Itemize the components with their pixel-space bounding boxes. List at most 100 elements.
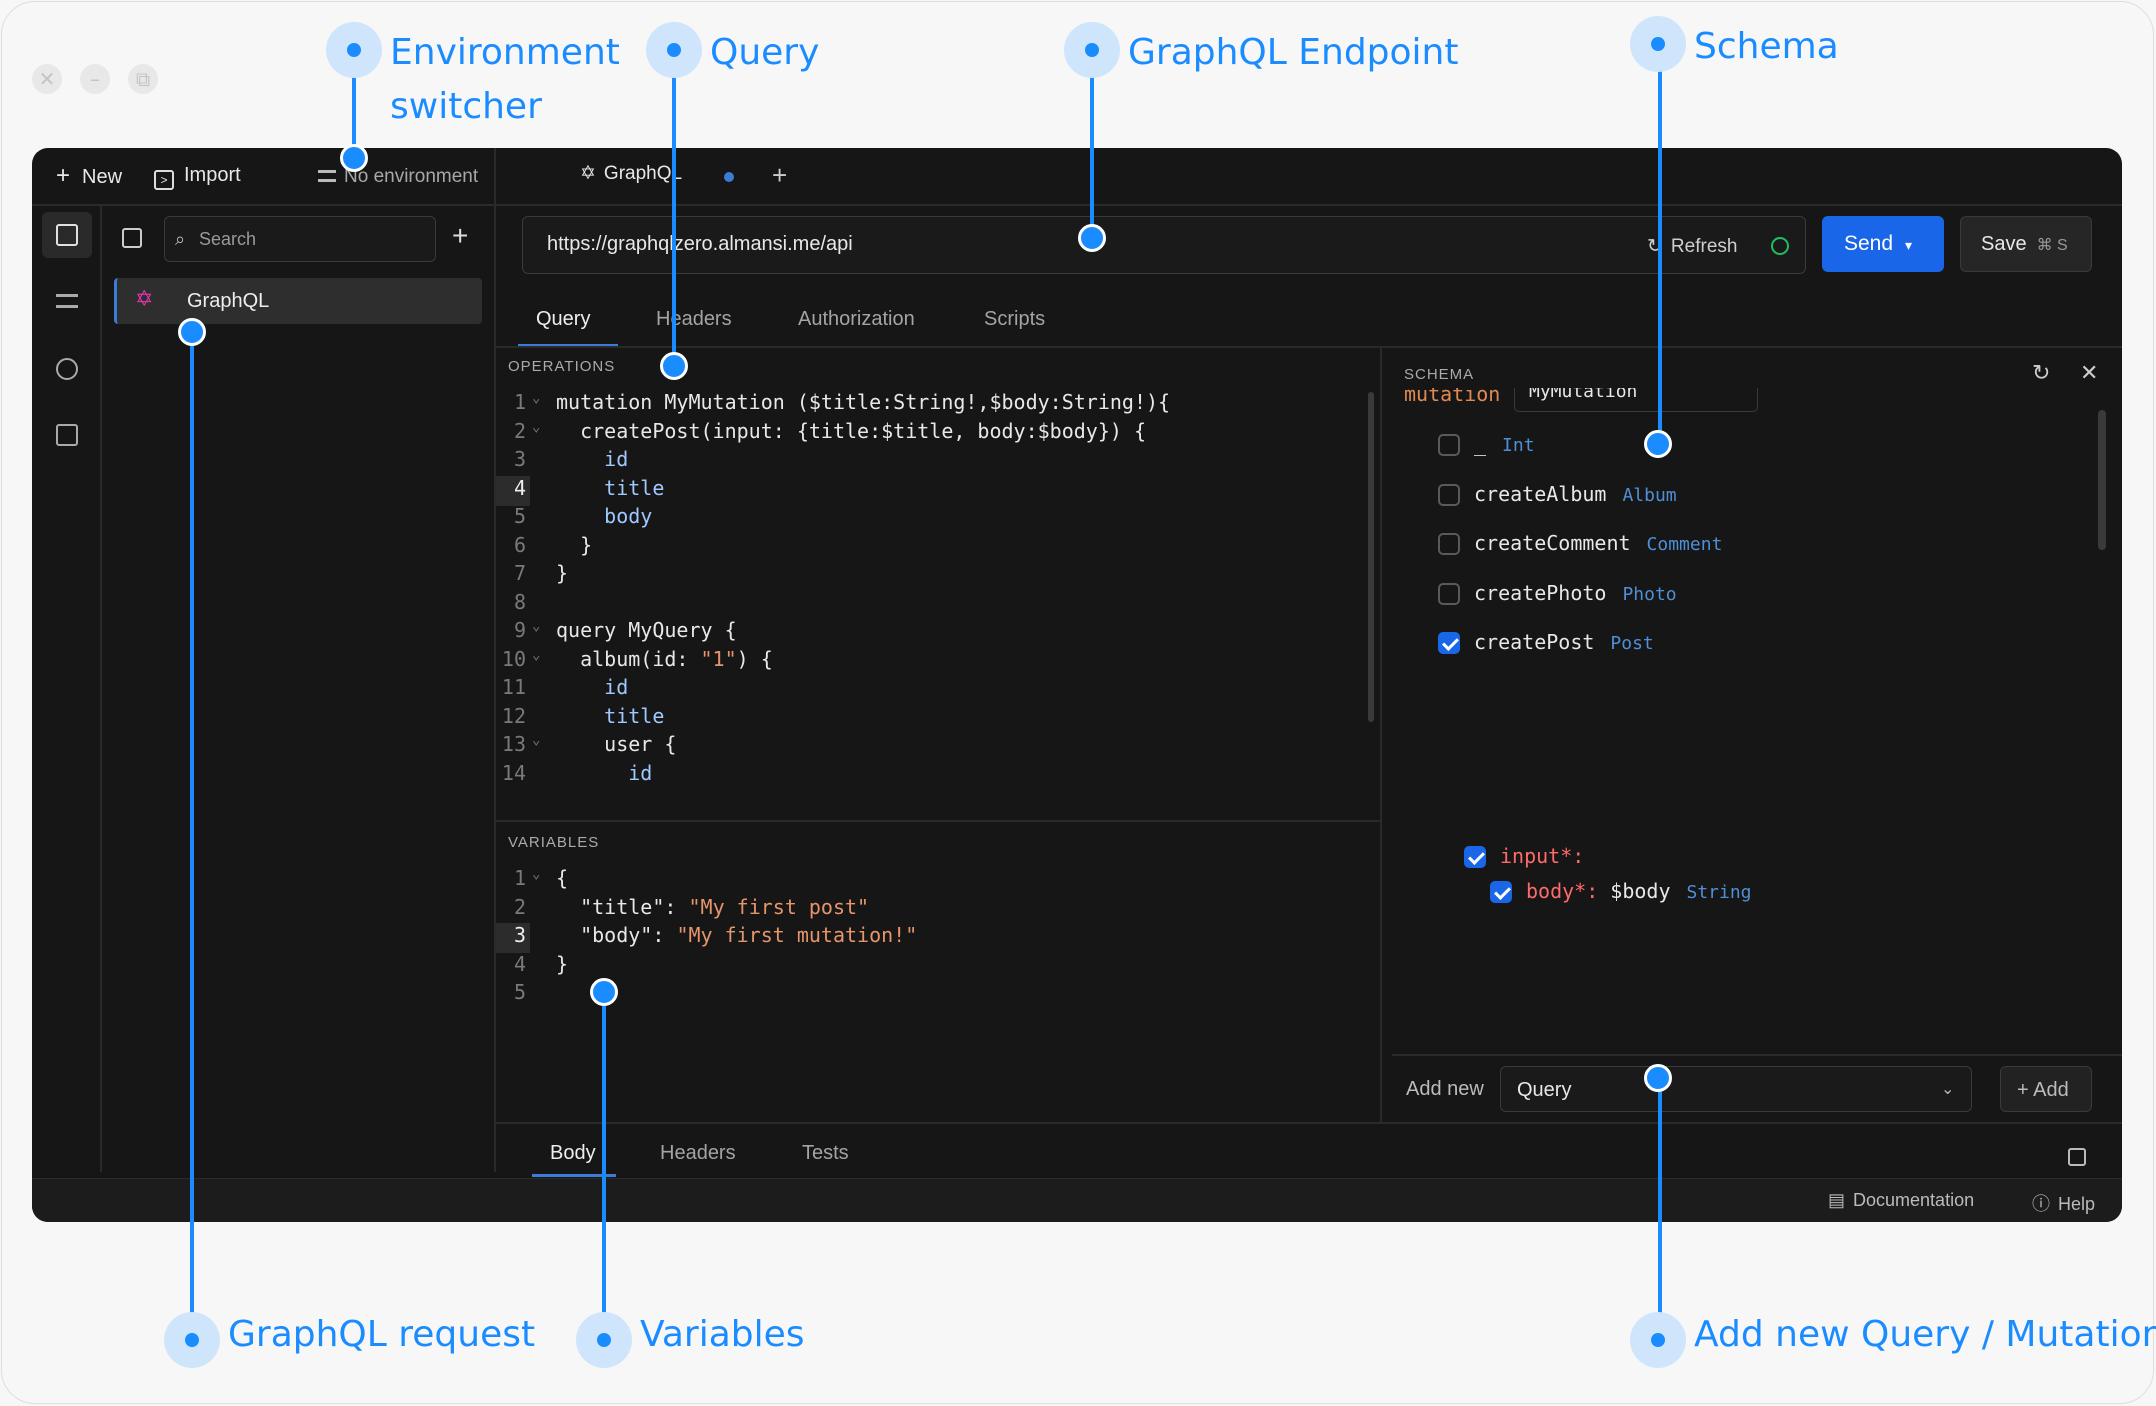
fold-chevron-icon[interactable]: ⌄ — [532, 418, 541, 435]
input-checkbox[interactable] — [1464, 846, 1486, 868]
fold-chevron-icon[interactable]: ⌄ — [532, 732, 541, 748]
history-icon[interactable] — [56, 358, 78, 380]
variables-title: VARIABLES — [508, 834, 600, 851]
minimize-icon[interactable]: – — [80, 64, 110, 94]
schema-field[interactable]: _Int — [1474, 432, 1535, 456]
schema-scrollbar[interactable] — [2098, 410, 2106, 550]
add-operation-button[interactable]: + Add — [2000, 1066, 2092, 1112]
line-number: 1 — [513, 866, 526, 890]
field-checkbox[interactable] — [1490, 881, 1512, 903]
code-text: query MyQuery { — [556, 618, 737, 642]
tab-tests[interactable]: Tests — [802, 1142, 849, 1164]
send-button[interactable]: Send▾ — [1822, 216, 1944, 272]
new-tab-button[interactable]: + — [772, 160, 788, 190]
editor-scrollbar[interactable] — [1368, 392, 1374, 722]
code-line: 5 body — [496, 504, 1366, 534]
documentation-link[interactable]: ▤Documentation — [1828, 1190, 1975, 1210]
rail-collections-active[interactable] — [42, 212, 92, 258]
callout-dot-variables — [590, 978, 618, 1006]
bulk-select-icon[interactable] — [122, 228, 142, 248]
code-line: 3 id — [496, 447, 1366, 477]
add-request-icon[interactable]: + — [452, 220, 469, 251]
field-checkbox[interactable] — [1438, 483, 1460, 506]
code-text: id — [556, 760, 653, 785]
schema-refresh-icon[interactable]: ↻ — [2032, 360, 2051, 385]
app-window: +New >Import No environment ⌕ Search + ✡… — [32, 148, 2122, 1222]
variables-editor[interactable]: 1⌄{2 "title": "My first post"3 "body": "… — [496, 866, 1380, 1122]
tab-headers[interactable]: Headers — [656, 308, 732, 330]
sidebar-item-graphql[interactable]: ✡ GraphQL — [114, 278, 482, 324]
callout-dot-add-new — [1644, 1064, 1672, 1092]
code-text: user { — [556, 732, 677, 756]
search-input[interactable]: ⌕ Search — [164, 216, 436, 262]
panel-toggle-icon[interactable] — [2068, 1148, 2086, 1166]
fold-chevron-icon[interactable]: ⌄ — [532, 866, 541, 882]
line-number: 10 — [501, 646, 526, 671]
line-number: 7 — [513, 561, 526, 585]
callout-line-query — [672, 54, 676, 366]
tab-authorization[interactable]: Authorization — [798, 308, 915, 330]
line-number: 4 — [513, 475, 526, 500]
graphql-tab-icon: ✡ — [580, 163, 596, 184]
code-text: "body": "My first mutation!" — [580, 923, 918, 947]
code-line: 2⌄ createPost(input: {title:$title, body… — [496, 419, 1366, 449]
callout-line-request — [190, 330, 194, 1340]
code-line: 3 "body": "My first mutation!" — [496, 923, 1366, 953]
schema-title: SCHEMA — [1404, 366, 1475, 383]
annotation-graphql-endpoint: GraphQL Endpoint — [1128, 32, 1459, 73]
save-button[interactable]: Save⌘ S — [1960, 216, 2092, 272]
tab-body[interactable]: Body — [550, 1142, 596, 1164]
fold-chevron-icon[interactable]: ⌄ — [532, 646, 541, 663]
line-number: 13 — [501, 732, 526, 756]
code-text: "title": "My first post" — [580, 894, 870, 919]
fold-chevron-icon[interactable]: ⌄ — [532, 618, 541, 634]
annotation-schema: Schema — [1694, 26, 1839, 67]
callout-dot-query — [660, 352, 688, 380]
list-view-icon[interactable] — [56, 294, 78, 308]
new-button[interactable]: +New — [56, 162, 123, 189]
field-checkbox[interactable] — [1438, 632, 1460, 654]
code-text: title — [556, 475, 665, 500]
fold-chevron-icon[interactable]: ⌄ — [532, 390, 541, 406]
line-number: 2 — [513, 894, 526, 919]
field-checkbox[interactable] — [1438, 582, 1460, 605]
layout-icon[interactable] — [56, 424, 78, 446]
line-number: 4 — [513, 951, 526, 976]
line-number: 2 — [513, 418, 526, 443]
tab-response-headers[interactable]: Headers — [660, 1142, 736, 1164]
environment-switcher[interactable]: No environment — [318, 166, 478, 188]
operations-editor[interactable]: 1⌄mutation MyMutation ($title:String!,$b… — [496, 390, 1380, 810]
code-line: 7} — [496, 561, 1366, 591]
active-line-marker — [496, 475, 530, 506]
line-number: 3 — [513, 447, 526, 471]
code-text: } — [556, 951, 569, 976]
request-tab[interactable]: ✡GraphQL — [580, 163, 683, 184]
schema-close-icon[interactable]: ✕ — [2080, 360, 2099, 385]
code-line: 4} — [496, 952, 1366, 982]
endpoint-input[interactable]: https://graphqlzero.almansi.me/api ↻Refr… — [522, 216, 1806, 274]
annotation-environment-switcher: Environment switcher — [390, 32, 620, 127]
tab-query[interactable]: Query — [536, 308, 591, 330]
select-chevron-icon: ⌄ — [1941, 1081, 1955, 1098]
tabs-divider — [496, 346, 2122, 348]
annotation-graphql-request: GraphQL request — [228, 1314, 536, 1355]
callout-dot-request — [178, 318, 206, 346]
code-line: 2 "title": "My first post" — [496, 895, 1366, 925]
maximize-icon[interactable]: ⧉ — [128, 64, 158, 94]
field-checkbox[interactable] — [1438, 533, 1460, 555]
import-button[interactable]: >Import — [154, 164, 241, 190]
tab-scripts[interactable]: Scripts — [984, 308, 1046, 330]
mutation-name-input[interactable]: MyMutation — [1514, 388, 1758, 412]
add-new-select[interactable]: Query ⌄ — [1500, 1066, 1972, 1112]
field-checkbox[interactable] — [1438, 434, 1460, 456]
annotation-add-new: Add new Query / Mutation — [1694, 1314, 2156, 1355]
close-icon[interactable]: ✕ — [32, 64, 62, 94]
callout-dot-endpoint — [1078, 224, 1106, 252]
